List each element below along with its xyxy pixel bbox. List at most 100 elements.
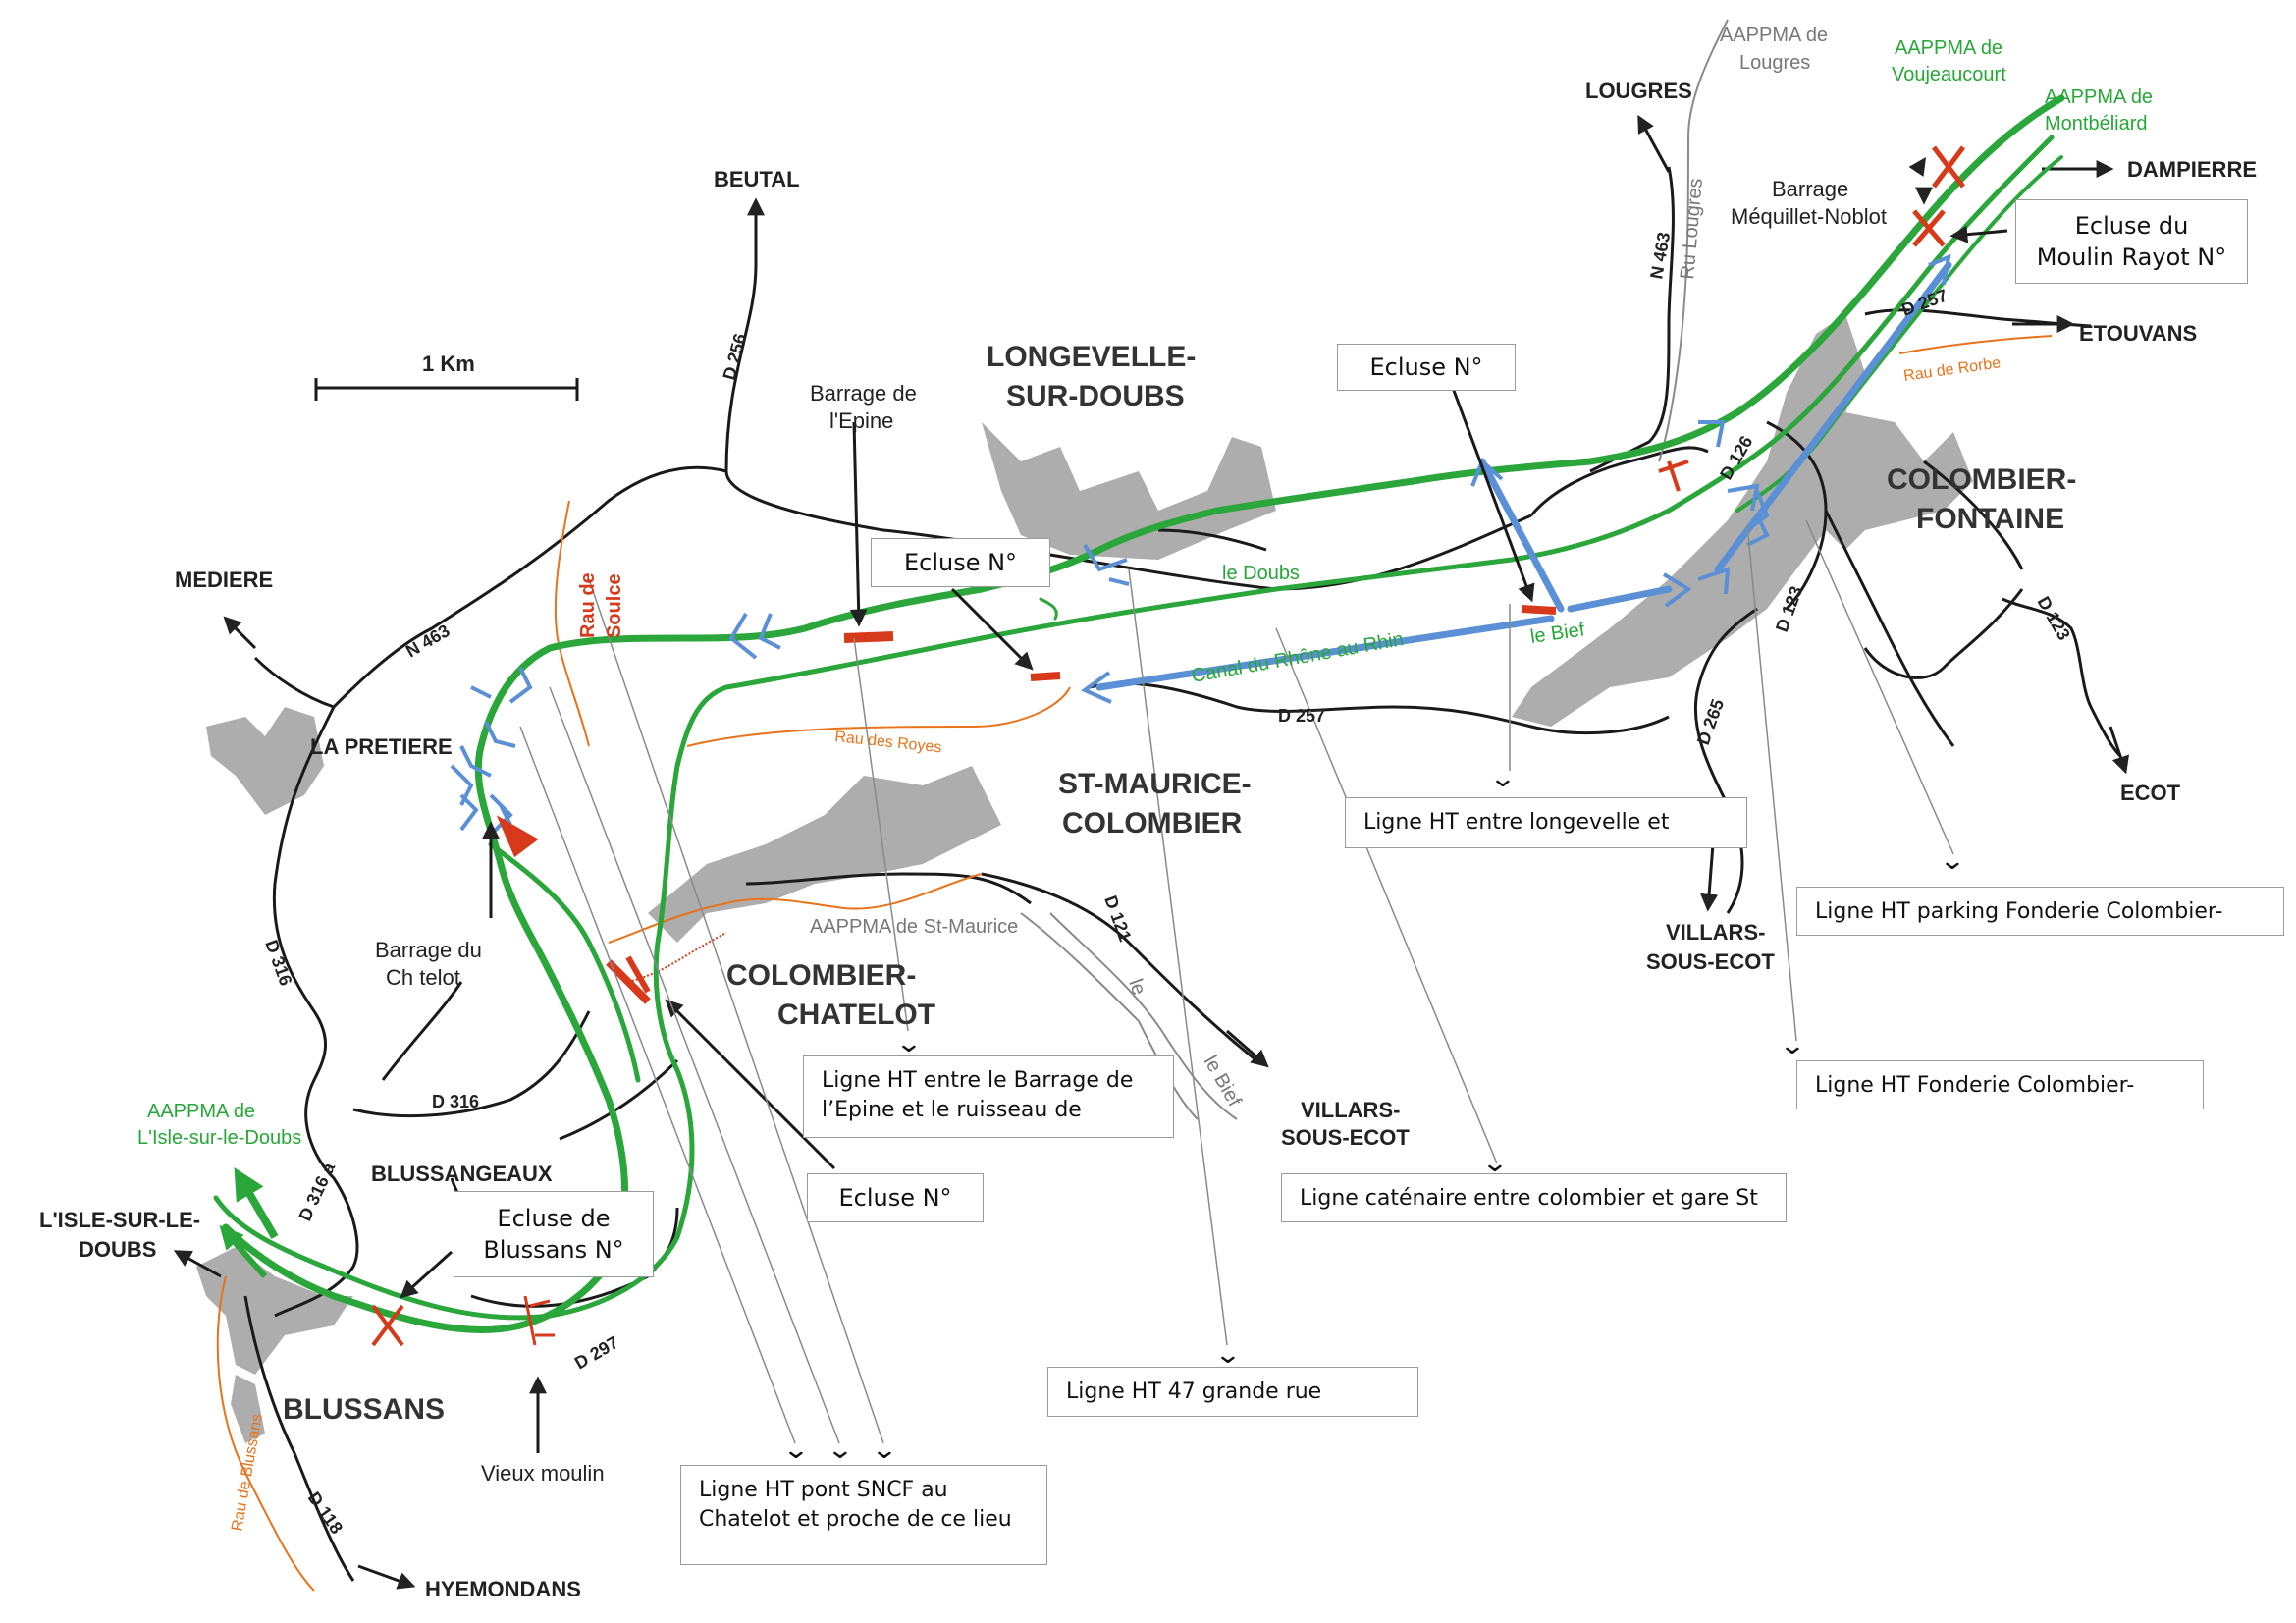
aappma-voujeaucourt-2: Voujeaucourt [1892, 64, 2006, 85]
ligne-longevelle-label: Ligne HT entre longevelle et [1363, 810, 1670, 835]
ecluse-moulin-rayot-line1: Ecluse du [2074, 211, 2189, 240]
urban-blussans [196, 1247, 353, 1375]
ligne-longevelle-box: Ligne HT entre longevelle et [1345, 797, 1747, 848]
ligne-parking-label: Ligne HT parking Fonderie Colombier- [1815, 899, 2223, 924]
ecluse-top-label: Ecluse N° [1369, 352, 1483, 381]
ecluse-moulin-rayot-box: Ecluse du Moulin Rayot N° [2015, 199, 2248, 284]
ligne-47-box: Ligne HT 47 grande rue [1047, 1367, 1418, 1417]
green-arrow-isle [234, 1166, 279, 1240]
marker-sncf-3: ⌄ [870, 1435, 899, 1465]
blue-arrow-heads [450, 253, 1951, 837]
dir-villars-1a: VILLARS- [1666, 920, 1765, 945]
dir-beutal: BEUTAL [714, 167, 800, 191]
road-d265: D 265 [1693, 696, 1728, 747]
barrage-chatelot-2: Ch telot [386, 965, 460, 990]
aappma-st-maurice: AAPPMA de St-Maurice [810, 916, 1018, 938]
dir-blussangeaux: BLUSSANGEAUX [371, 1162, 553, 1186]
marker-sncf-1: ⌄ [781, 1435, 811, 1465]
marker-47: ⌄ [1213, 1340, 1243, 1370]
town-blussans: BLUSSANS [283, 1393, 445, 1426]
road-d121: D 121 [1100, 893, 1135, 945]
town-colombier-chatelot-2: CHATELOT [777, 999, 935, 1031]
road-d257-top: D 257 [1899, 286, 1950, 320]
road-d297: D 297 [571, 1332, 622, 1373]
dir-isle-a: L'ISLE-SUR-LE- [39, 1208, 200, 1232]
aappma-lougres-2: Lougres [1739, 52, 1810, 74]
rau-des-royes: Rau des Royes [834, 729, 943, 756]
dir-ecot: ECOT [2120, 781, 2181, 805]
ecluse-top-box: Ecluse N° [1337, 344, 1516, 391]
road-d123-b: D 123 [2034, 593, 2074, 644]
dir-etouvans: ETOUVANS [2079, 321, 2197, 346]
blue-arrows [1095, 261, 1952, 691]
st-maurice-ru-label: le [1124, 976, 1149, 998]
urban-st-maurice [648, 766, 1001, 943]
town-colombier-fontaine-1: COLOMBIER- [1887, 463, 2076, 496]
le-bief-label-2: le Bief [1200, 1053, 1246, 1111]
marker-longevelle: ⌄ [1488, 764, 1518, 793]
town-colombier-chatelot-1: COLOMBIER- [726, 959, 916, 992]
ligne-sncf-line1: Ligne HT pont SNCF au [699, 1478, 948, 1502]
ecluse-mid-box: Ecluse N° [871, 538, 1050, 587]
dir-hyemondans: HYEMONDANS [425, 1577, 581, 1601]
annotation-pointers [400, 157, 2008, 1453]
aappma-voujeaucourt-1: AAPPMA de [1895, 37, 2002, 59]
rau-soulce-1: Rau de [577, 572, 599, 638]
rau-de-rorbe: Rau de Rorbe [1902, 354, 2002, 385]
ecluse-blussans-line2: Blussans N° [483, 1236, 624, 1264]
urban-areas [196, 314, 1973, 1443]
ligne-fonderie-box: Ligne HT Fonderie Colombier- [1796, 1060, 2204, 1109]
dir-villars-2b: SOUS-ECOT [1281, 1125, 1410, 1150]
town-st-maurice-2: COLOMBIER [1062, 807, 1243, 839]
marker-epine: ⌄ [894, 1029, 924, 1058]
town-longevelle-1: LONGEVELLE- [987, 341, 1196, 373]
barrage-chatelot-1: Barrage du [375, 938, 482, 962]
marker-parking: ⌄ [1938, 846, 1967, 876]
dir-mediere: MEDIERE [175, 568, 273, 592]
road-d256: D 256 [720, 331, 751, 382]
road-d316-b: D 316 [432, 1092, 479, 1111]
river-doubs [213, 94, 2065, 1334]
dir-la-pretiere: LA PRETIERE [310, 734, 453, 759]
urban-longevelle [982, 422, 1276, 560]
town-longevelle-2: SUR-DOUBS [1006, 380, 1185, 412]
vieux-moulin: Vieux moulin [481, 1461, 605, 1486]
ru-lougres: Ru Lougres [1677, 178, 1707, 281]
ecluse-bottom-label: Ecluse N° [838, 1183, 952, 1212]
ligne-47-label: Ligne HT 47 grande rue [1066, 1380, 1322, 1404]
dir-isle-b: DOUBS [79, 1237, 156, 1262]
urban-blussans-2 [231, 1375, 265, 1443]
green-arrow-isle-2 [219, 1224, 268, 1278]
grey-streams [1020, 19, 1729, 1120]
scale-bar [314, 378, 579, 401]
road-d257: D 257 [1278, 706, 1325, 726]
direction-arrows [173, 114, 2129, 1590]
marker-sncf-2: ⌄ [826, 1435, 855, 1465]
urban-colombier-fontaine [1512, 314, 1973, 727]
callout-lines [519, 519, 1954, 1444]
ligne-epine-line2: l’Epine et le ruisseau de [822, 1097, 1082, 1122]
dir-villars-2a: VILLARS- [1301, 1098, 1400, 1122]
ligne-fonderie-label: Ligne HT Fonderie Colombier- [1815, 1073, 2135, 1098]
rau-soulce-2: Soulce [604, 573, 625, 638]
ecluse-moulin-rayot-line2: Moulin Rayot N° [2036, 243, 2227, 271]
ligne-catenaire-box: Ligne caténaire entre colombier et gare … [1281, 1173, 1787, 1222]
rau-de-blussans: Rau de Blussans [229, 1413, 266, 1533]
aappma-montbeliard-1: AAPPMA de [2045, 86, 2153, 108]
road-d316a: D 316 a [294, 1159, 339, 1223]
town-colombier-fontaine-2: FONTAINE [1916, 503, 2064, 535]
barrage-mequillet-2: Méquillet-Noblot [1731, 204, 1887, 229]
ligne-epine-line1: Ligne HT entre le Barrage de [822, 1068, 1134, 1093]
ligne-sncf-line2: Chatelot et proche de ce lieu [699, 1506, 1012, 1532]
river-label-doubs: le Doubs [1222, 563, 1300, 584]
ligne-epine-box: Ligne HT entre le Barrage de l’Epine et … [803, 1055, 1174, 1138]
dir-lougres: LOUGRES [1585, 79, 1692, 103]
ecluse-mid-label: Ecluse N° [903, 548, 1018, 576]
dir-villars-1b: SOUS-ECOT [1646, 949, 1775, 974]
ecluse-blussans-box: Ecluse de Blussans N° [454, 1191, 654, 1277]
aappma-lougres-1: AAPPMA de [1720, 25, 1828, 46]
ligne-sncf-box: Ligne HT pont SNCF au Chatelot et proche… [680, 1465, 1047, 1565]
barrage-mequillet-1: Barrage [1772, 177, 1848, 201]
road-n463-left: N 463 [402, 621, 454, 661]
